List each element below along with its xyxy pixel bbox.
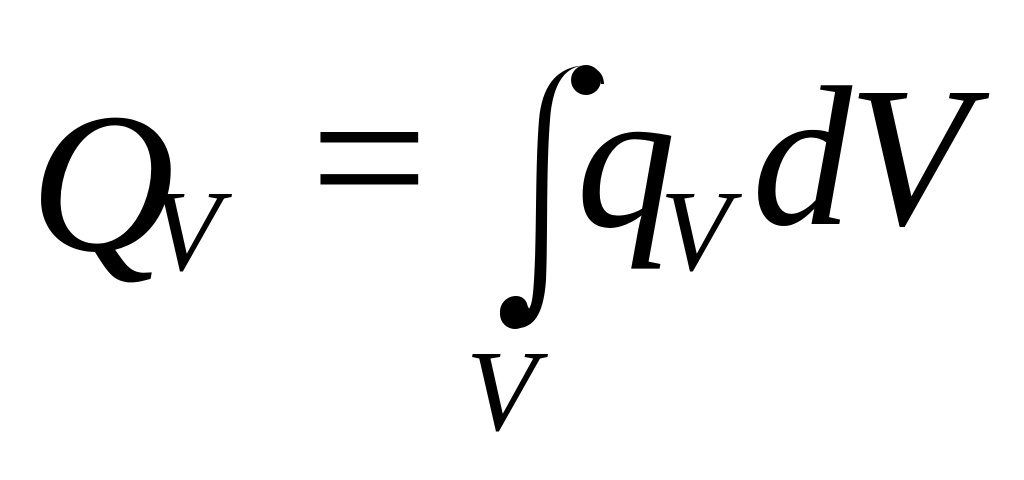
equals-sign: = — [310, 42, 428, 274]
differential-variable: V — [848, 47, 990, 268]
integral-bottom-terminal — [500, 299, 530, 329]
integral-lower-limit: V — [466, 328, 549, 456]
lhs-subscript: V — [150, 168, 233, 296]
lhs-symbol: Q — [30, 73, 174, 294]
integral-top-terminal — [571, 65, 601, 95]
differential-d: d — [752, 47, 853, 268]
integrand-subscript: V — [660, 168, 743, 296]
integrand-symbol: q — [576, 49, 676, 270]
